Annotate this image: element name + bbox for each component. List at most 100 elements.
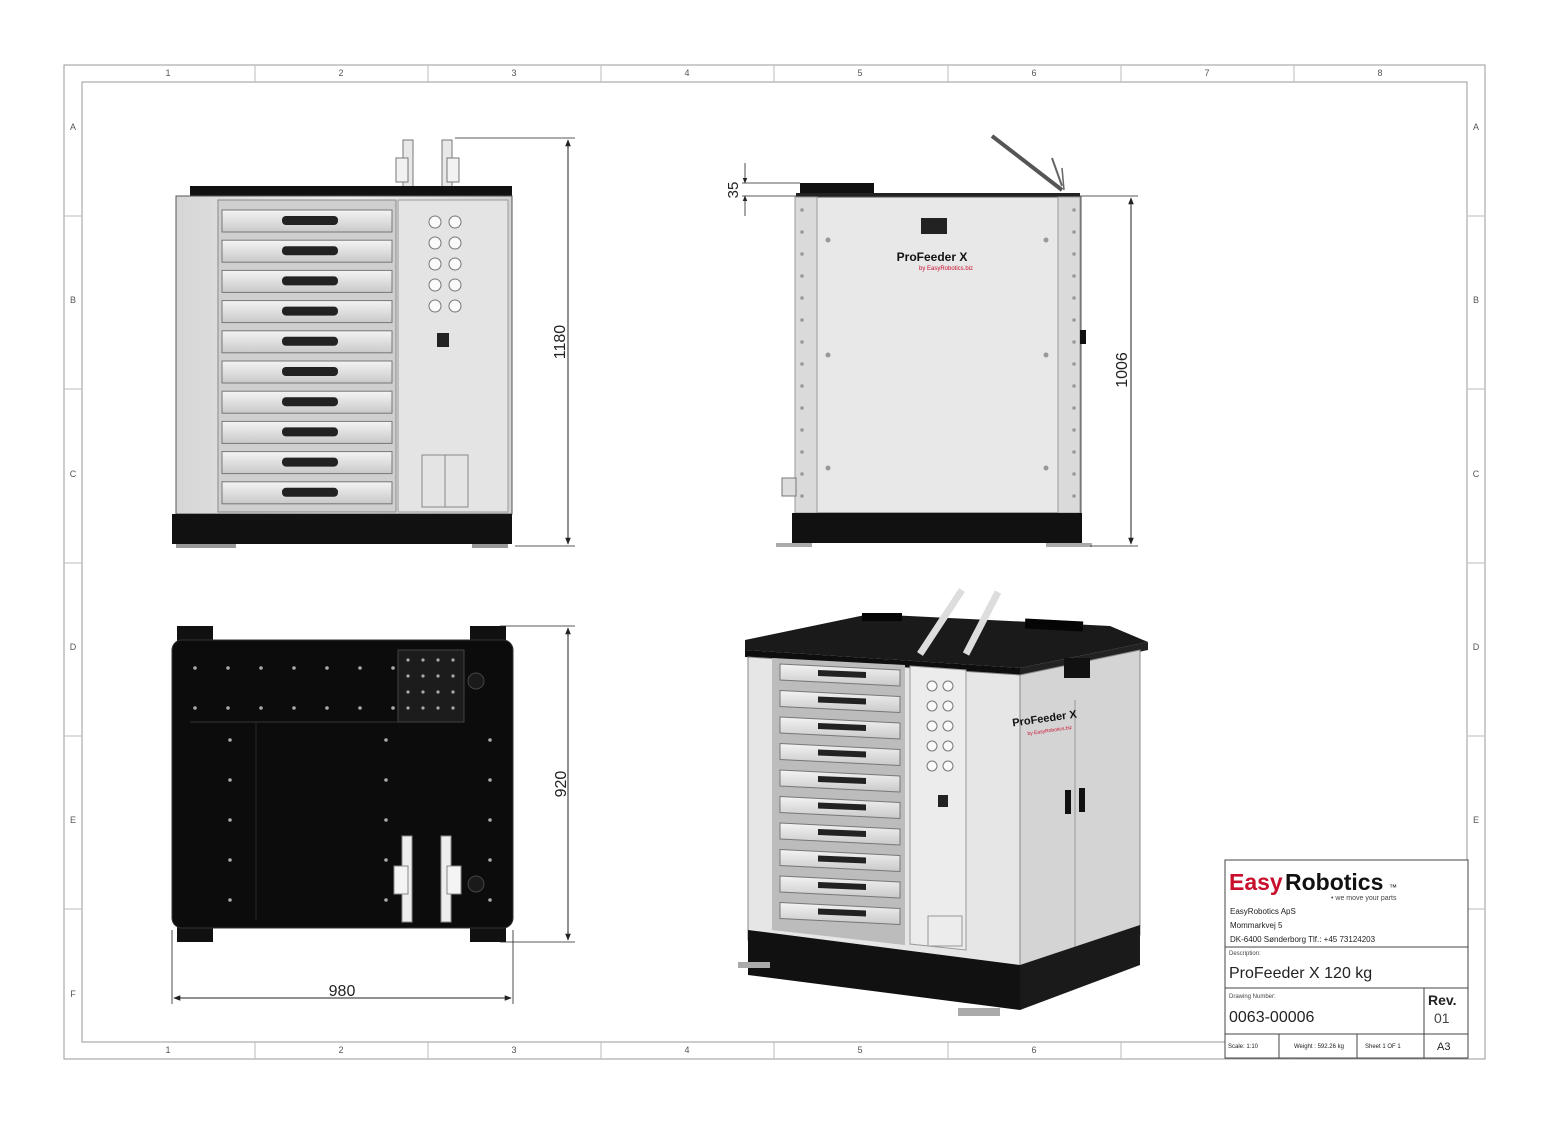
col-label: 7	[1204, 68, 1209, 78]
push-button-icon	[942, 700, 954, 712]
push-button-icon	[448, 299, 462, 313]
sheet-value: Sheet 1 OF 1	[1365, 1044, 1401, 1050]
logo-mark: ™	[1389, 883, 1397, 892]
push-button-icon	[448, 278, 462, 292]
drawer-handle-icon	[818, 829, 866, 837]
dimension-top-depth: 920	[500, 625, 575, 943]
company-street: Mommarkvej 5	[1230, 921, 1283, 930]
company-city-phone: DK-6400 Sønderborg Tlf.: +45 73124203	[1230, 935, 1376, 944]
row-label: E	[70, 815, 76, 825]
row-label: C	[1473, 469, 1480, 479]
col-label: 1	[165, 68, 170, 78]
drawer-handle-icon	[818, 802, 866, 811]
push-button-icon	[926, 680, 938, 692]
front-button-panel	[428, 215, 462, 313]
dimension-label: 1006	[1114, 352, 1131, 388]
col-label: 2	[338, 1045, 343, 1055]
isometric-view: ProFeeder X by EasyRobotics.biz	[738, 588, 1148, 1016]
drawer-handle-icon	[282, 246, 338, 256]
col-label: 6	[1031, 1045, 1036, 1055]
row-label: F	[70, 989, 76, 999]
company-name: EasyRobotics ApS	[1230, 907, 1296, 916]
logo-slogan: • we move your parts	[1331, 895, 1397, 902]
col-label: 5	[857, 68, 862, 78]
drawer-handle-icon	[818, 696, 866, 705]
top-bolts	[193, 658, 492, 902]
row-label: A	[70, 122, 76, 132]
push-button-icon	[448, 215, 462, 229]
drawing-number-label: Drawing Number:	[1229, 994, 1276, 1000]
push-button-icon	[942, 760, 954, 772]
col-label: 6	[1031, 68, 1036, 78]
top-view	[171, 626, 514, 942]
push-button-icon	[942, 720, 954, 732]
row-label: C	[70, 469, 77, 479]
rev-value: 01	[1434, 1010, 1450, 1026]
col-label: 3	[511, 68, 516, 78]
col-label: 8	[1377, 68, 1382, 78]
push-button-icon	[428, 278, 442, 292]
push-button-icon	[448, 257, 462, 271]
drawer-handle-icon	[282, 457, 338, 467]
description-label: Description:	[1229, 951, 1261, 957]
dimension-side-height: 1006	[1075, 195, 1138, 547]
main-switch-icon	[938, 795, 948, 807]
row-label: B	[1473, 295, 1479, 305]
drawer-handle-icon	[282, 397, 338, 407]
push-button-icon	[926, 720, 938, 732]
push-button-icon	[926, 740, 938, 752]
push-button-icon	[428, 236, 442, 250]
col-label: 5	[857, 1045, 862, 1055]
dimension-label: 35	[725, 182, 742, 199]
drawer-handle-icon	[818, 670, 866, 678]
iso-button-panel	[926, 680, 954, 772]
dimension-label: 920	[553, 771, 570, 798]
push-button-icon	[428, 215, 442, 229]
dimension-front-height: 1180	[455, 137, 575, 547]
row-label: E	[1473, 815, 1479, 825]
main-switch-icon	[437, 333, 449, 347]
column-labels-bottom: 1 2 3 4 5 6	[165, 1045, 1036, 1055]
row-label: B	[70, 295, 76, 305]
drawer-handle-icon	[282, 216, 338, 225]
rev-label: Rev.	[1428, 992, 1457, 1008]
push-button-icon	[448, 236, 462, 250]
drawer-handle-icon	[818, 882, 866, 890]
drawer-handle-icon	[282, 306, 338, 316]
drawer-handle-icon	[282, 427, 338, 437]
push-button-icon	[926, 700, 938, 712]
drawer-handle-icon	[818, 776, 866, 784]
weight-value: Weight : 592.26 kg	[1294, 1044, 1344, 1050]
dimension-side-top: 35	[725, 163, 800, 216]
side-product-label: ProFeeder X	[897, 250, 968, 264]
drawer-handle-icon	[282, 336, 338, 346]
push-button-icon	[942, 680, 954, 692]
paper-size-value: A3	[1437, 1041, 1450, 1053]
dimension-label: 1180	[552, 325, 569, 360]
push-button-icon	[942, 740, 954, 752]
scale-value: Scale: 1:10	[1228, 1044, 1259, 1050]
row-labels-right: A B C D E	[1473, 122, 1480, 825]
drawing-number-value: 0063-00006	[1229, 1009, 1315, 1026]
title-block: Easy Robotics ™ • we move your parts Eas…	[1224, 859, 1469, 1059]
row-label: D	[70, 642, 77, 652]
dimension-top-width: 980	[171, 930, 514, 1004]
side-view: ProFeeder X by EasyRobotics.biz	[776, 134, 1092, 547]
side-bolts	[800, 208, 1076, 498]
push-button-icon	[926, 760, 938, 772]
handle-icon	[921, 218, 947, 234]
front-view	[172, 139, 513, 548]
drawing-frame	[63, 64, 1486, 1060]
col-label: 1	[165, 1045, 170, 1055]
column-labels-top: 1 2 3 4 5 6 7 8	[165, 68, 1382, 78]
logo-easy: Easy	[1229, 869, 1283, 895]
drawer-handle-icon	[282, 367, 338, 376]
push-button-icon	[428, 299, 442, 313]
drawer-handle-icon	[818, 749, 866, 758]
description-value: ProFeeder X 120 kg	[1229, 965, 1372, 982]
iso-drawer-stack	[779, 663, 901, 926]
row-label: D	[1473, 642, 1480, 652]
drawer-handle-icon	[818, 723, 866, 731]
col-label: 2	[338, 68, 343, 78]
